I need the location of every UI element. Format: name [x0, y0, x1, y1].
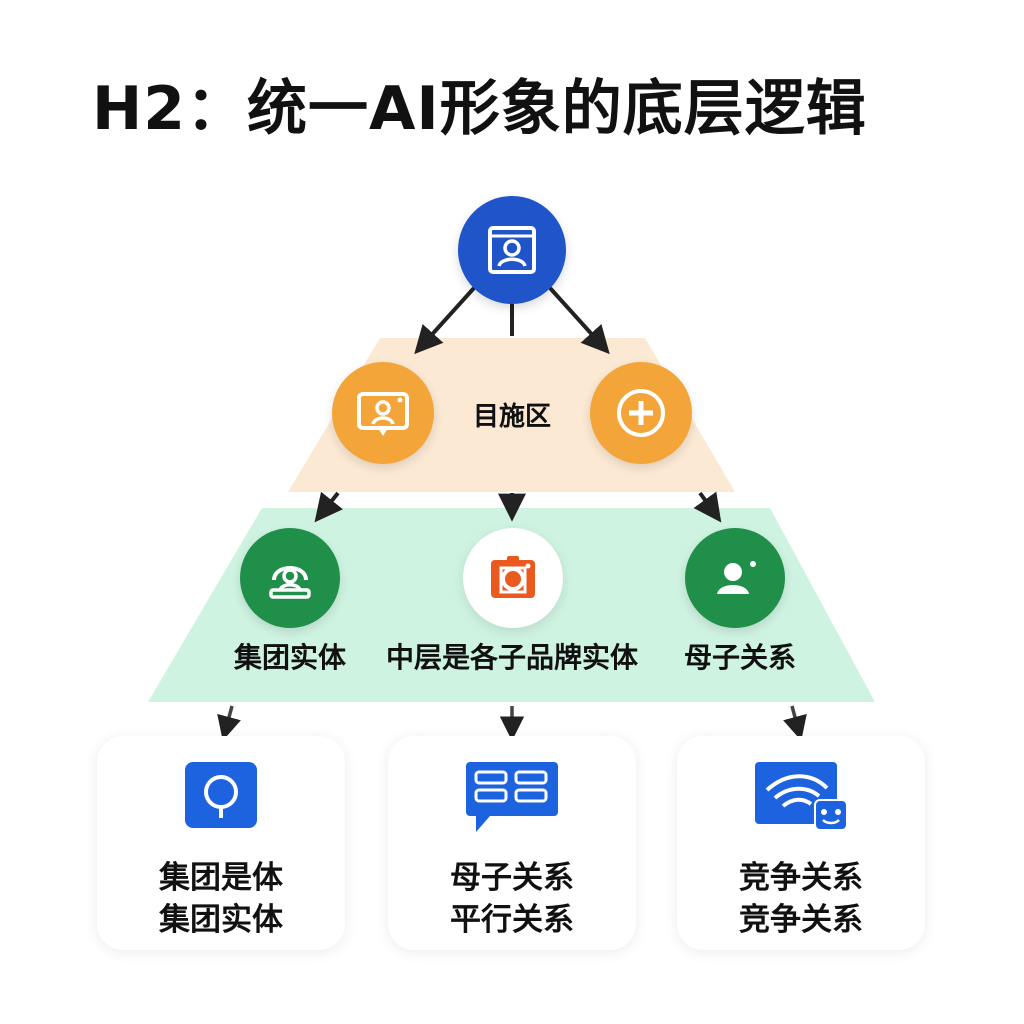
card-left-line2: 集团实体: [159, 902, 283, 938]
arrow-low-left: [217, 705, 241, 741]
middle-left-node: [332, 362, 434, 464]
lower-left-node: [240, 528, 340, 628]
card-left: 集团是体 集团实体: [97, 736, 345, 950]
message-grid-icon: [462, 760, 562, 838]
chat-bubble-icon: [183, 760, 259, 834]
lower-center-node: [463, 528, 563, 628]
middle-band-label: 目施区: [472, 402, 551, 432]
lower-right-node: [685, 528, 785, 628]
plus-circle-icon: [617, 389, 665, 437]
arrow-top-right: [548, 286, 610, 355]
top-node: [458, 196, 566, 304]
middle-right-node: [590, 362, 692, 464]
wifi-bot-icon: [753, 760, 849, 838]
lower-center-label: 中层是各子品牌实体: [385, 641, 638, 674]
arrow-mid-right: [693, 491, 722, 523]
page-title: H2：统一AI形象的底层逻辑: [92, 74, 867, 144]
arrow-mid-left: [314, 491, 343, 523]
card-right-line1: 竞争关系: [739, 860, 863, 896]
person-frame-icon: [488, 226, 536, 274]
arrow-top-left: [414, 286, 476, 355]
card-center: 母子关系 平行关系: [388, 736, 636, 950]
person-card-icon: [357, 392, 409, 436]
lower-left-label: 集团实体: [233, 641, 346, 674]
card-center-line2: 平行关系: [450, 902, 574, 938]
camera-icon: [491, 556, 535, 598]
arrow-low-right: [783, 705, 807, 741]
person-icon: [717, 561, 756, 594]
lower-right-label: 母子关系: [683, 641, 796, 674]
card-center-line1: 母子关系: [450, 860, 574, 896]
card-right-line2: 竞争关系: [739, 902, 863, 938]
person-desk-icon: [269, 566, 311, 599]
card-right: 竞争关系 竞争关系: [677, 736, 925, 950]
card-left-line1: 集团是体: [159, 860, 283, 896]
